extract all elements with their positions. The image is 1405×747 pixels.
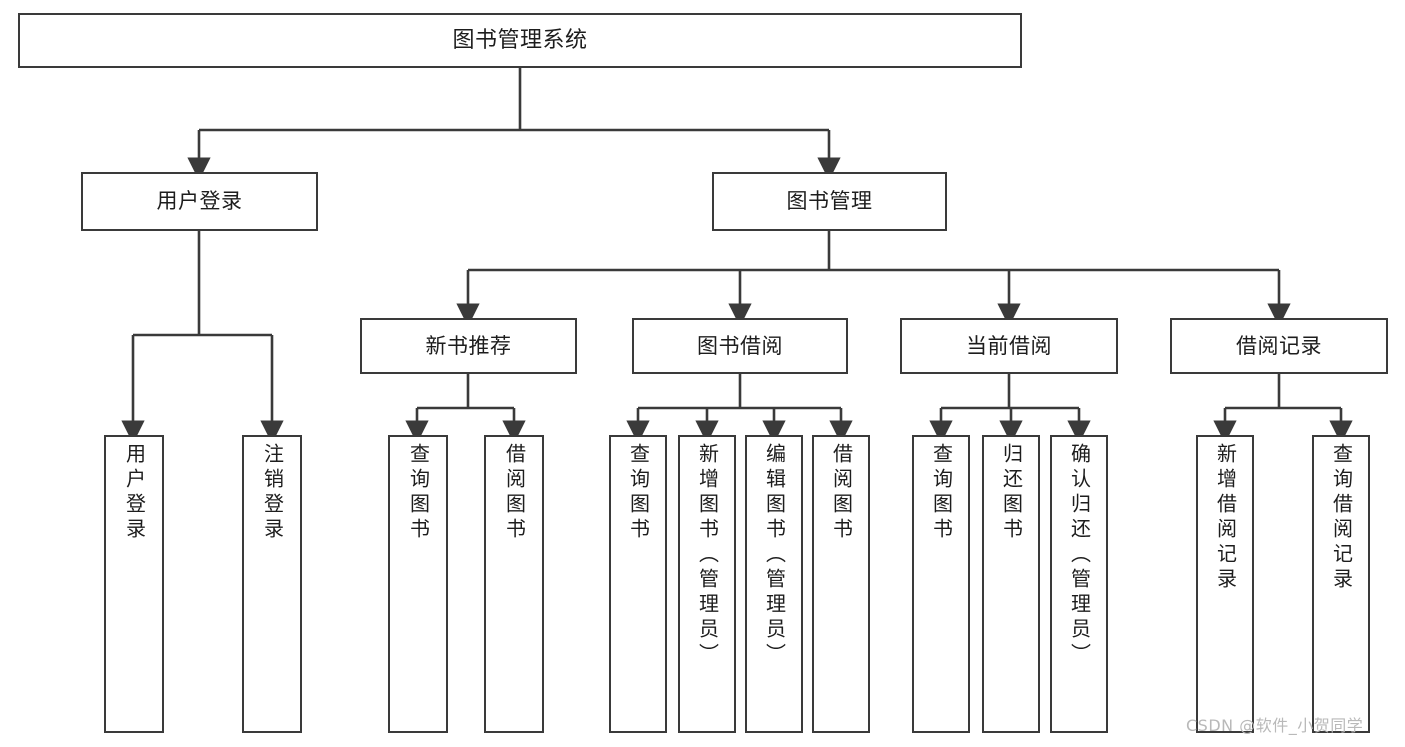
node-label: 归还图书 bbox=[999, 443, 1024, 543]
leaf-add-book-admin[interactable]: 新增图书（管理员） bbox=[678, 435, 736, 733]
leaf-return-book[interactable]: 归还图书 bbox=[982, 435, 1040, 733]
node-borrow-record[interactable]: 借阅记录 bbox=[1170, 318, 1388, 374]
node-label: 图书管理 bbox=[786, 189, 873, 214]
leaf-confirm-return-admin[interactable]: 确认归还（管理员） bbox=[1050, 435, 1108, 733]
leaf-logout[interactable]: 注销登录 bbox=[242, 435, 302, 733]
node-root-system[interactable]: 图书管理系统 bbox=[18, 13, 1022, 68]
node-label: 查询图书 bbox=[929, 443, 954, 543]
node-user-login[interactable]: 用户登录 bbox=[81, 172, 318, 231]
node-label: 新书推荐 bbox=[425, 333, 512, 358]
node-label: 注销登录 bbox=[260, 443, 285, 543]
node-label: 编辑图书（管理员） bbox=[762, 443, 787, 668]
watermark-text: CSDN @软件_小贺同学 bbox=[1186, 716, 1364, 735]
node-label: 借阅记录 bbox=[1236, 333, 1322, 358]
leaf-add-borrow-record[interactable]: 新增借阅记录 bbox=[1196, 435, 1254, 733]
node-label: 借阅图书 bbox=[829, 443, 854, 543]
node-label: 新增图书（管理员） bbox=[695, 443, 720, 668]
node-label: 用户登录 bbox=[156, 189, 243, 214]
node-new-book-recommend[interactable]: 新书推荐 bbox=[360, 318, 577, 374]
leaf-query-borrow-record[interactable]: 查询借阅记录 bbox=[1312, 435, 1370, 733]
node-book-borrow[interactable]: 图书借阅 bbox=[632, 318, 848, 374]
leaf-query-book-current[interactable]: 查询图书 bbox=[912, 435, 970, 733]
leaf-query-book-recommend[interactable]: 查询图书 bbox=[388, 435, 448, 733]
node-label: 图书管理系统 bbox=[452, 27, 588, 53]
node-label: 借阅图书 bbox=[502, 443, 527, 543]
node-label: 查询图书 bbox=[406, 443, 431, 543]
node-current-borrow[interactable]: 当前借阅 bbox=[900, 318, 1118, 374]
node-label: 用户登录 bbox=[122, 443, 147, 543]
node-book-management[interactable]: 图书管理 bbox=[712, 172, 947, 231]
leaf-borrow-book-recommend[interactable]: 借阅图书 bbox=[484, 435, 544, 733]
leaf-borrow-book[interactable]: 借阅图书 bbox=[812, 435, 870, 733]
leaf-query-book-borrow[interactable]: 查询图书 bbox=[609, 435, 667, 733]
node-label: 新增借阅记录 bbox=[1213, 443, 1238, 593]
node-label: 当前借阅 bbox=[966, 333, 1052, 358]
node-label: 图书借阅 bbox=[697, 333, 783, 358]
leaf-user-login[interactable]: 用户登录 bbox=[104, 435, 164, 733]
leaf-edit-book-admin[interactable]: 编辑图书（管理员） bbox=[745, 435, 803, 733]
node-label: 查询借阅记录 bbox=[1329, 443, 1354, 593]
node-label: 查询图书 bbox=[626, 443, 651, 543]
node-label: 确认归还（管理员） bbox=[1067, 443, 1092, 668]
